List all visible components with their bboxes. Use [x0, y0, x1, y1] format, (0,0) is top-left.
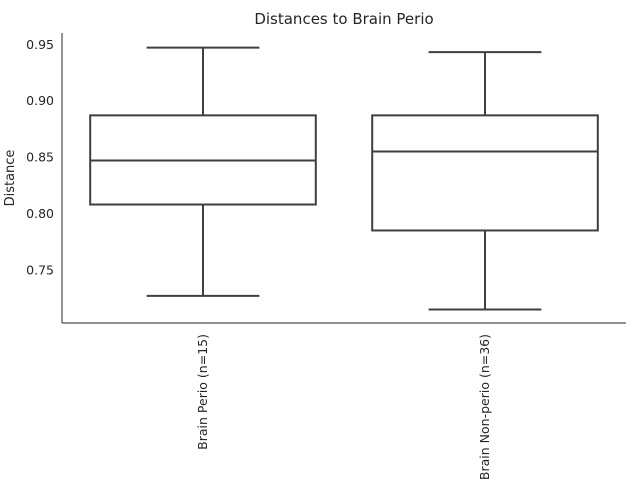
- y-tick-label: 0.80: [26, 206, 54, 221]
- x-tick-label: Brain Non-perio (n=36): [477, 334, 492, 480]
- y-ticks: 0.75 0.80 0.85 0.90 0.95: [26, 37, 54, 278]
- chart-title: Distances to Brain Perio: [254, 10, 433, 28]
- y-axis-label: Distance: [3, 150, 18, 207]
- boxes: [89, 46, 599, 311]
- x-tick-label: Brain Perio (n=15): [195, 334, 210, 450]
- y-tick-label: 0.75: [26, 262, 54, 277]
- y-tick-label: 0.90: [26, 93, 54, 108]
- y-tick-label: 0.85: [26, 150, 54, 165]
- x-ticks: Brain Perio (n=15) Brain Non-perio (n=36): [195, 334, 492, 480]
- y-tick-label: 0.95: [26, 37, 54, 52]
- interquartile-box: [371, 114, 599, 232]
